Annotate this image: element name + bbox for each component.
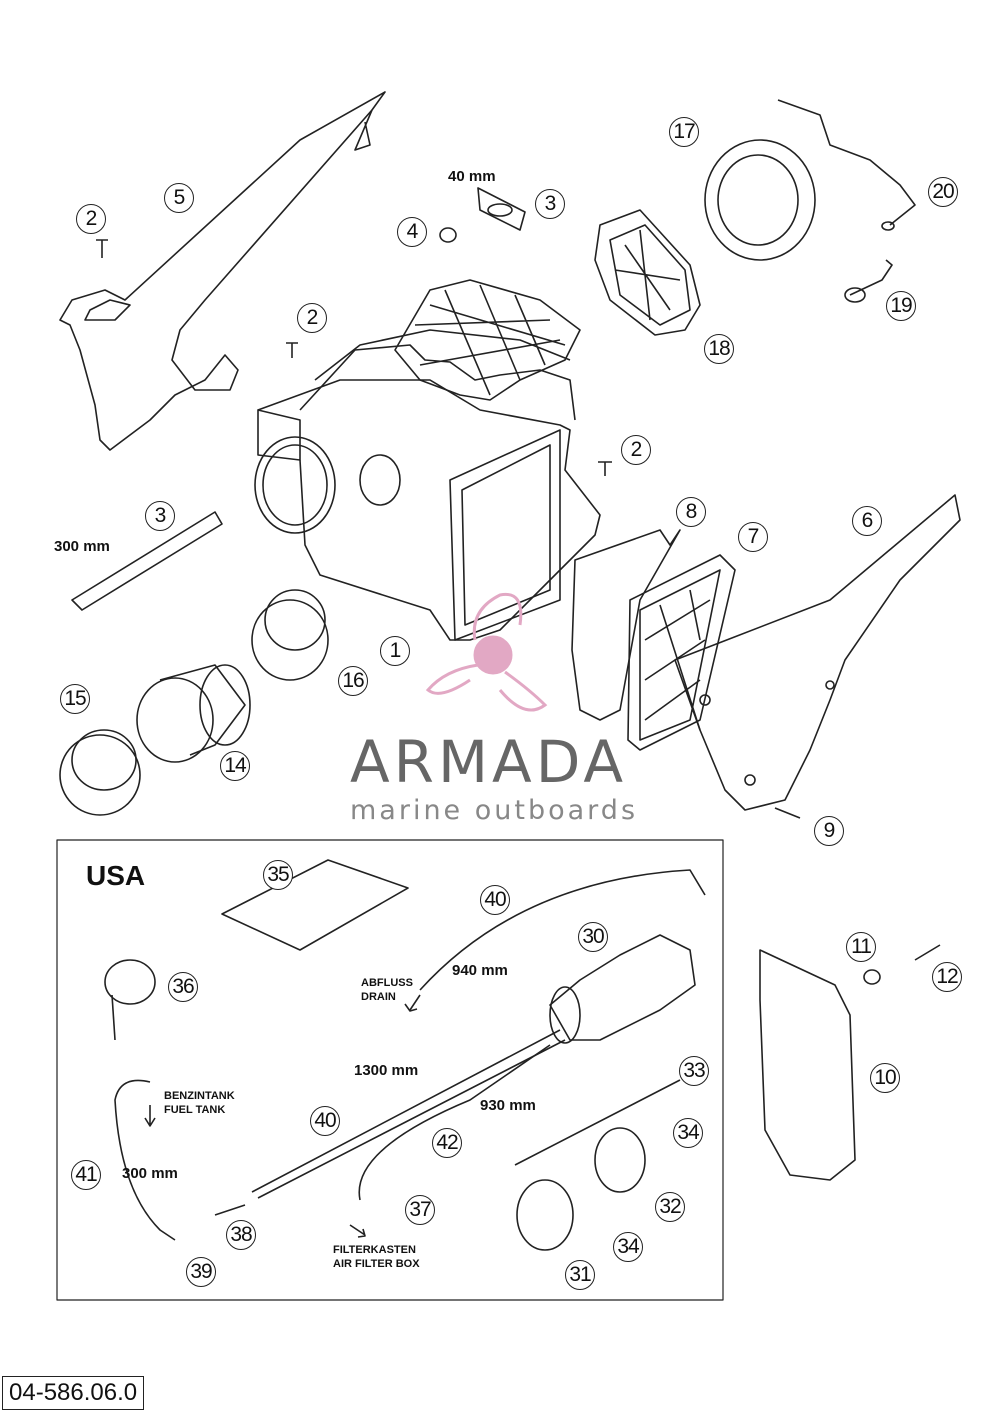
callout-2: 2 xyxy=(621,435,651,465)
watermark-brand: ARMADA xyxy=(350,728,628,796)
callout-36: 36 xyxy=(168,972,198,1002)
usa-kit-frame xyxy=(56,839,724,1301)
callout-40: 40 xyxy=(310,1106,340,1136)
callout-7: 7 xyxy=(738,522,768,552)
callout-31: 31 xyxy=(565,1260,595,1290)
dimension-1300mm: 1300 mm xyxy=(354,1062,419,1079)
dimension-300mm-usa: 300 mm xyxy=(122,1165,178,1182)
callout-5: 5 xyxy=(164,183,194,213)
note-fuel-de: BENZINTANK xyxy=(164,1090,235,1102)
watermark-tagline: marine outboards xyxy=(350,795,639,826)
side-cover-left xyxy=(59,91,386,451)
callout-38: 38 xyxy=(226,1220,256,1250)
note-drain-de: ABFLUSS xyxy=(361,977,413,989)
usa-label: USA xyxy=(86,860,146,891)
callout-17: 17 xyxy=(669,117,699,147)
callout-40: 40 xyxy=(480,885,510,915)
callout-32: 32 xyxy=(655,1192,685,1222)
callout-12: 12 xyxy=(932,962,962,992)
callout-19: 19 xyxy=(886,291,916,321)
callout-1: 1 xyxy=(380,636,410,666)
callout-6: 6 xyxy=(852,506,882,536)
callout-10: 10 xyxy=(870,1063,900,1093)
callout-14: 14 xyxy=(220,751,250,781)
callout-34: 34 xyxy=(613,1232,643,1262)
callout-18: 18 xyxy=(704,334,734,364)
note-drain-en: DRAIN xyxy=(361,991,396,1003)
callout-2: 2 xyxy=(297,303,327,333)
callout-41: 41 xyxy=(71,1160,101,1190)
note-air-filter-box: FILTERKASTEN AIR FILTER BOX xyxy=(333,1243,420,1271)
callout-3: 3 xyxy=(535,189,565,219)
callout-39: 39 xyxy=(186,1257,216,1287)
callout-11: 11 xyxy=(846,932,876,962)
callout-4: 4 xyxy=(397,217,427,247)
callout-16: 16 xyxy=(338,666,368,696)
airbox xyxy=(254,279,601,641)
callout-2: 2 xyxy=(76,204,106,234)
callout-35: 35 xyxy=(263,860,293,890)
dimension-940mm: 940 mm xyxy=(452,962,508,979)
callout-30: 30 xyxy=(578,922,608,952)
callout-33: 33 xyxy=(679,1056,709,1086)
dimension-300mm: 300 mm xyxy=(54,538,110,555)
dimension-40mm: 40 mm xyxy=(448,168,496,185)
callout-9: 9 xyxy=(814,816,844,846)
callout-34: 34 xyxy=(673,1118,703,1148)
callout-42: 42 xyxy=(432,1128,462,1158)
diagram-code: 04-586.06.0 xyxy=(2,1376,145,1410)
callout-37: 37 xyxy=(405,1195,435,1225)
callout-20: 20 xyxy=(928,177,958,207)
note-fuel-tank: BENZINTANK FUEL TANK xyxy=(164,1089,235,1117)
note-drain: ABFLUSS DRAIN xyxy=(361,976,413,1004)
note-fuel-en: FUEL TANK xyxy=(164,1104,226,1116)
callout-15: 15 xyxy=(60,684,90,714)
armada-logo-icon xyxy=(425,592,548,712)
note-box-en: AIR FILTER BOX xyxy=(333,1258,420,1270)
note-box-de: FILTERKASTEN xyxy=(333,1244,416,1256)
callout-3: 3 xyxy=(145,501,175,531)
callout-8: 8 xyxy=(676,497,706,527)
dimension-930mm: 930 mm xyxy=(480,1097,536,1114)
